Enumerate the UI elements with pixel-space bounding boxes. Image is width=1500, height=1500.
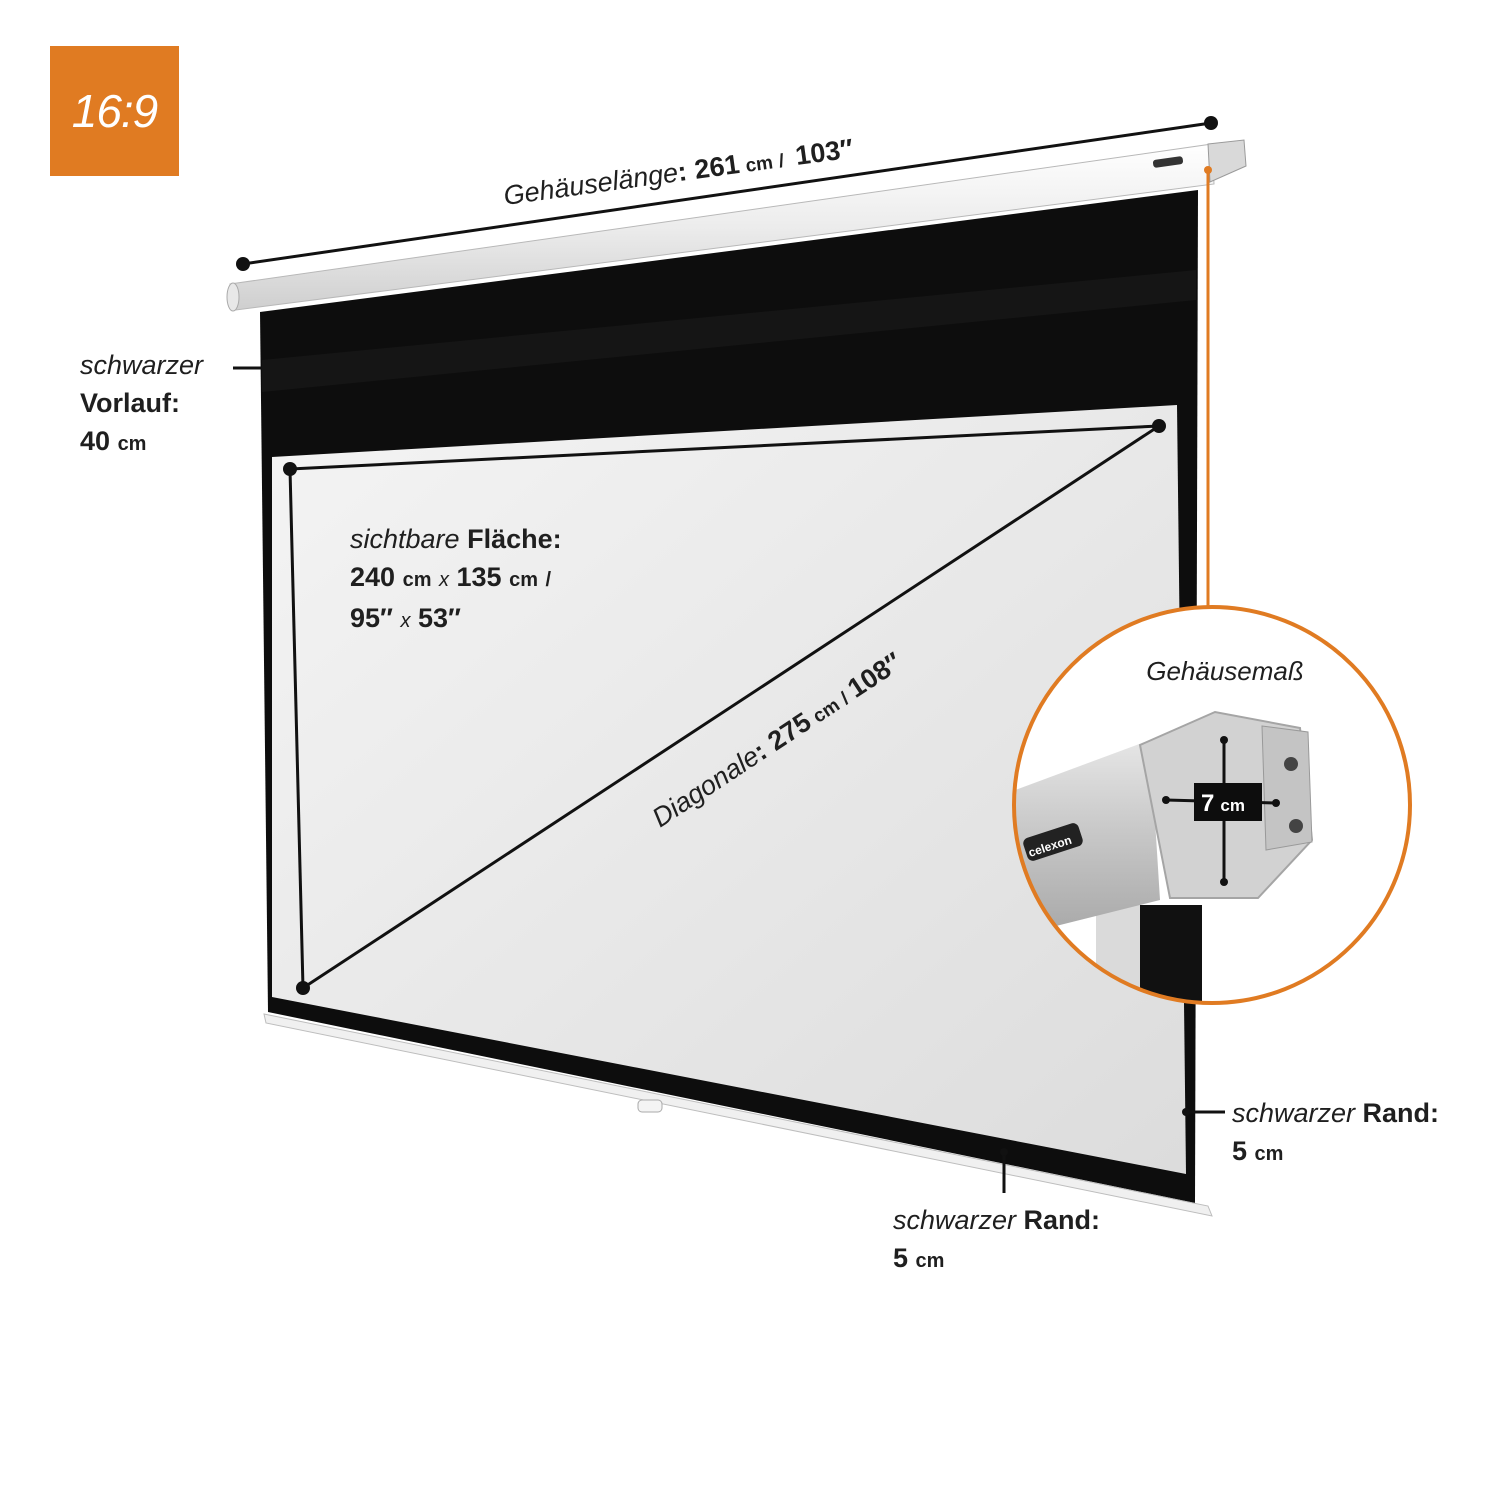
pull-handle: [637, 1099, 663, 1113]
zoom-connector-dot: [1204, 166, 1212, 174]
aspect-ratio-text: 16:9: [71, 85, 159, 137]
zoom-black-fabric: [1140, 905, 1202, 1003]
corner-dot-top-right: [1152, 419, 1166, 433]
housing-length-dot-right: [1204, 116, 1218, 130]
projection-surface: [272, 405, 1186, 1174]
zoom-screw-top: [1284, 757, 1298, 771]
bottom-border-label: schwarzer Rand: 5 cm: [893, 1205, 1101, 1273]
housing-endcap-right: [1207, 139, 1247, 183]
zoom-screw-bottom: [1289, 819, 1303, 833]
diagonal-line: [302, 424, 1160, 990]
zoom-celexon-logo: [1023, 823, 1083, 861]
corner-dot-bottom-left: [296, 981, 310, 995]
visible-area-label: sichtbare Fläche: 240 cm x 135 cm / 95″ …: [350, 524, 562, 633]
visible-area-frame: [289, 424, 1160, 471]
housing-brand-plate: [1152, 156, 1184, 168]
black-leader-label: schwarzer Vorlauf: 40 cm: [80, 350, 204, 456]
leader-sheen: [262, 270, 1196, 392]
housing-length-dot-left: [236, 257, 250, 271]
bottom-border-dot: [1000, 1148, 1008, 1156]
bottom-bar: [263, 1013, 1213, 1217]
zoom-endcap-bracket: [1261, 725, 1313, 851]
housing-length-line: [242, 121, 1212, 266]
zoom-title: Gehäusemaß: [1146, 656, 1304, 686]
aspect-ratio-badge: 16:9: [50, 46, 179, 176]
zoom-dimension-box: [1194, 783, 1262, 821]
corner-dot-top-left: [283, 462, 297, 476]
housing-endcap-left: [226, 282, 240, 312]
visible-area-left-edge: [288, 468, 305, 989]
zoom-case-tube: [1014, 740, 1160, 935]
side-border-label: schwarzer Rand: 5 cm: [1232, 1098, 1440, 1166]
side-border-dot: [1182, 1108, 1190, 1116]
